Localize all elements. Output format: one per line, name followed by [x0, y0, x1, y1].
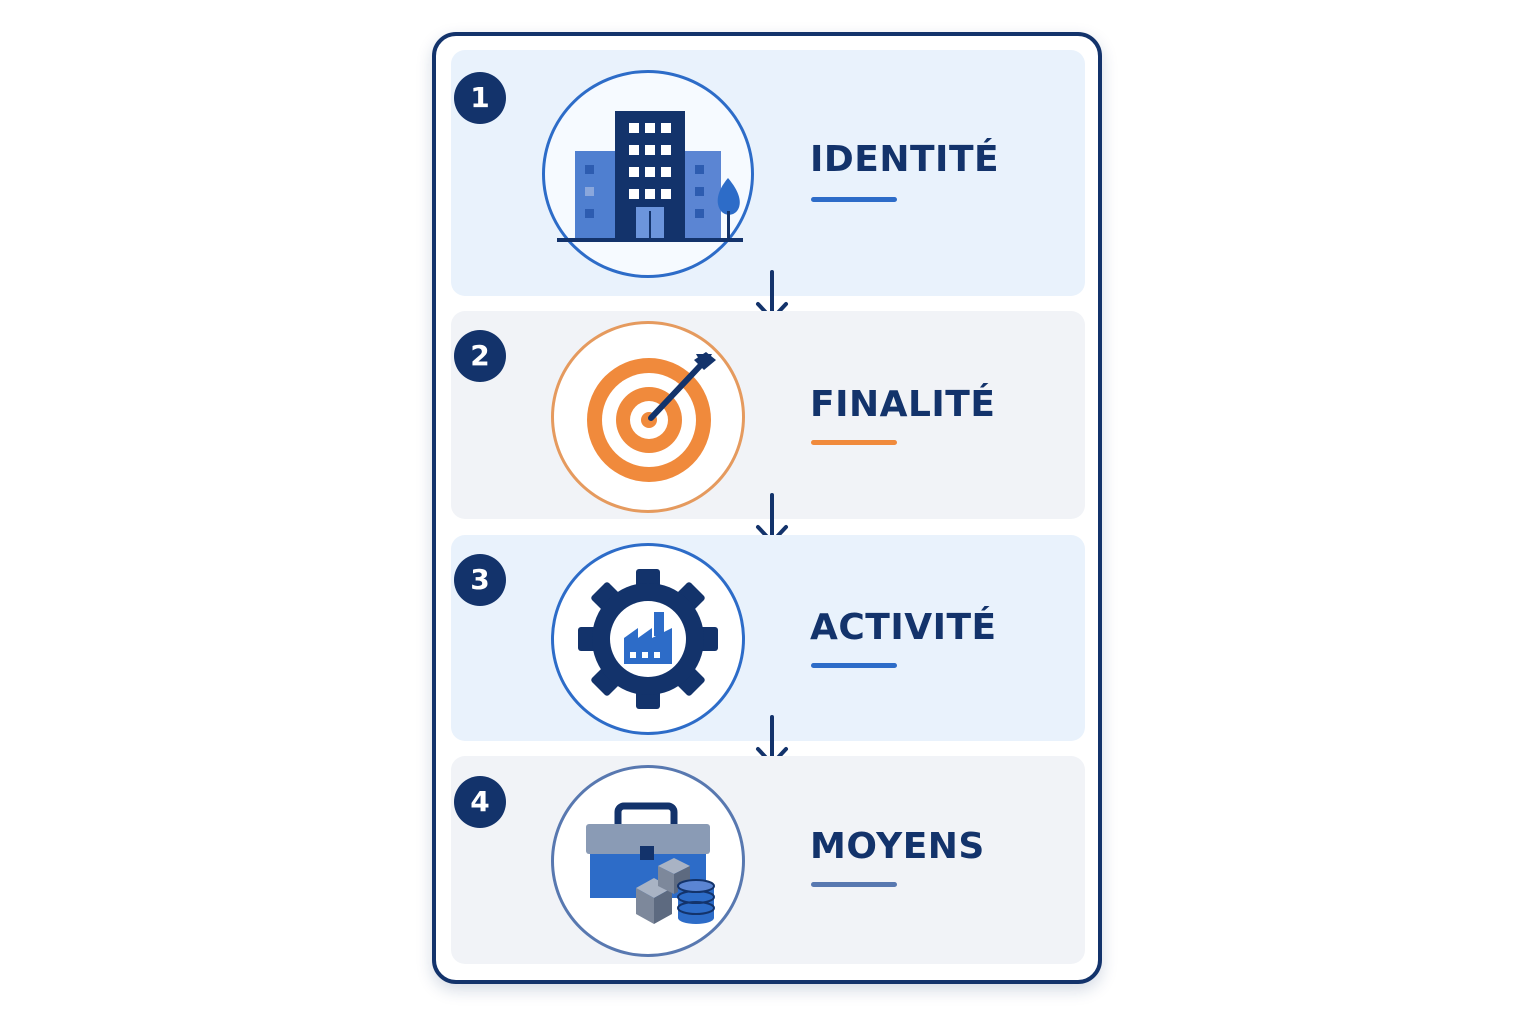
target-icon — [551, 321, 745, 513]
toolbox-resources-icon — [551, 765, 745, 957]
step-panel-moyens — [451, 756, 1085, 964]
step-number-badge: 2 — [454, 330, 506, 382]
gear-factory-icon — [551, 543, 745, 735]
step-underline — [811, 197, 897, 202]
step-label-moyens: MOYENS — [810, 826, 985, 867]
step-underline — [811, 663, 897, 668]
building-icon — [542, 70, 754, 278]
step-label-activite: ACTIVITÉ — [810, 607, 997, 648]
step-number-badge: 1 — [454, 72, 506, 124]
step-label-finalite: FINALITÉ — [810, 384, 996, 425]
step-label-identite: IDENTITÉ — [810, 139, 1000, 180]
step-number-badge: 3 — [454, 554, 506, 606]
step-underline — [811, 882, 897, 887]
step-underline — [811, 440, 897, 445]
step-number-badge: 4 — [454, 776, 506, 828]
